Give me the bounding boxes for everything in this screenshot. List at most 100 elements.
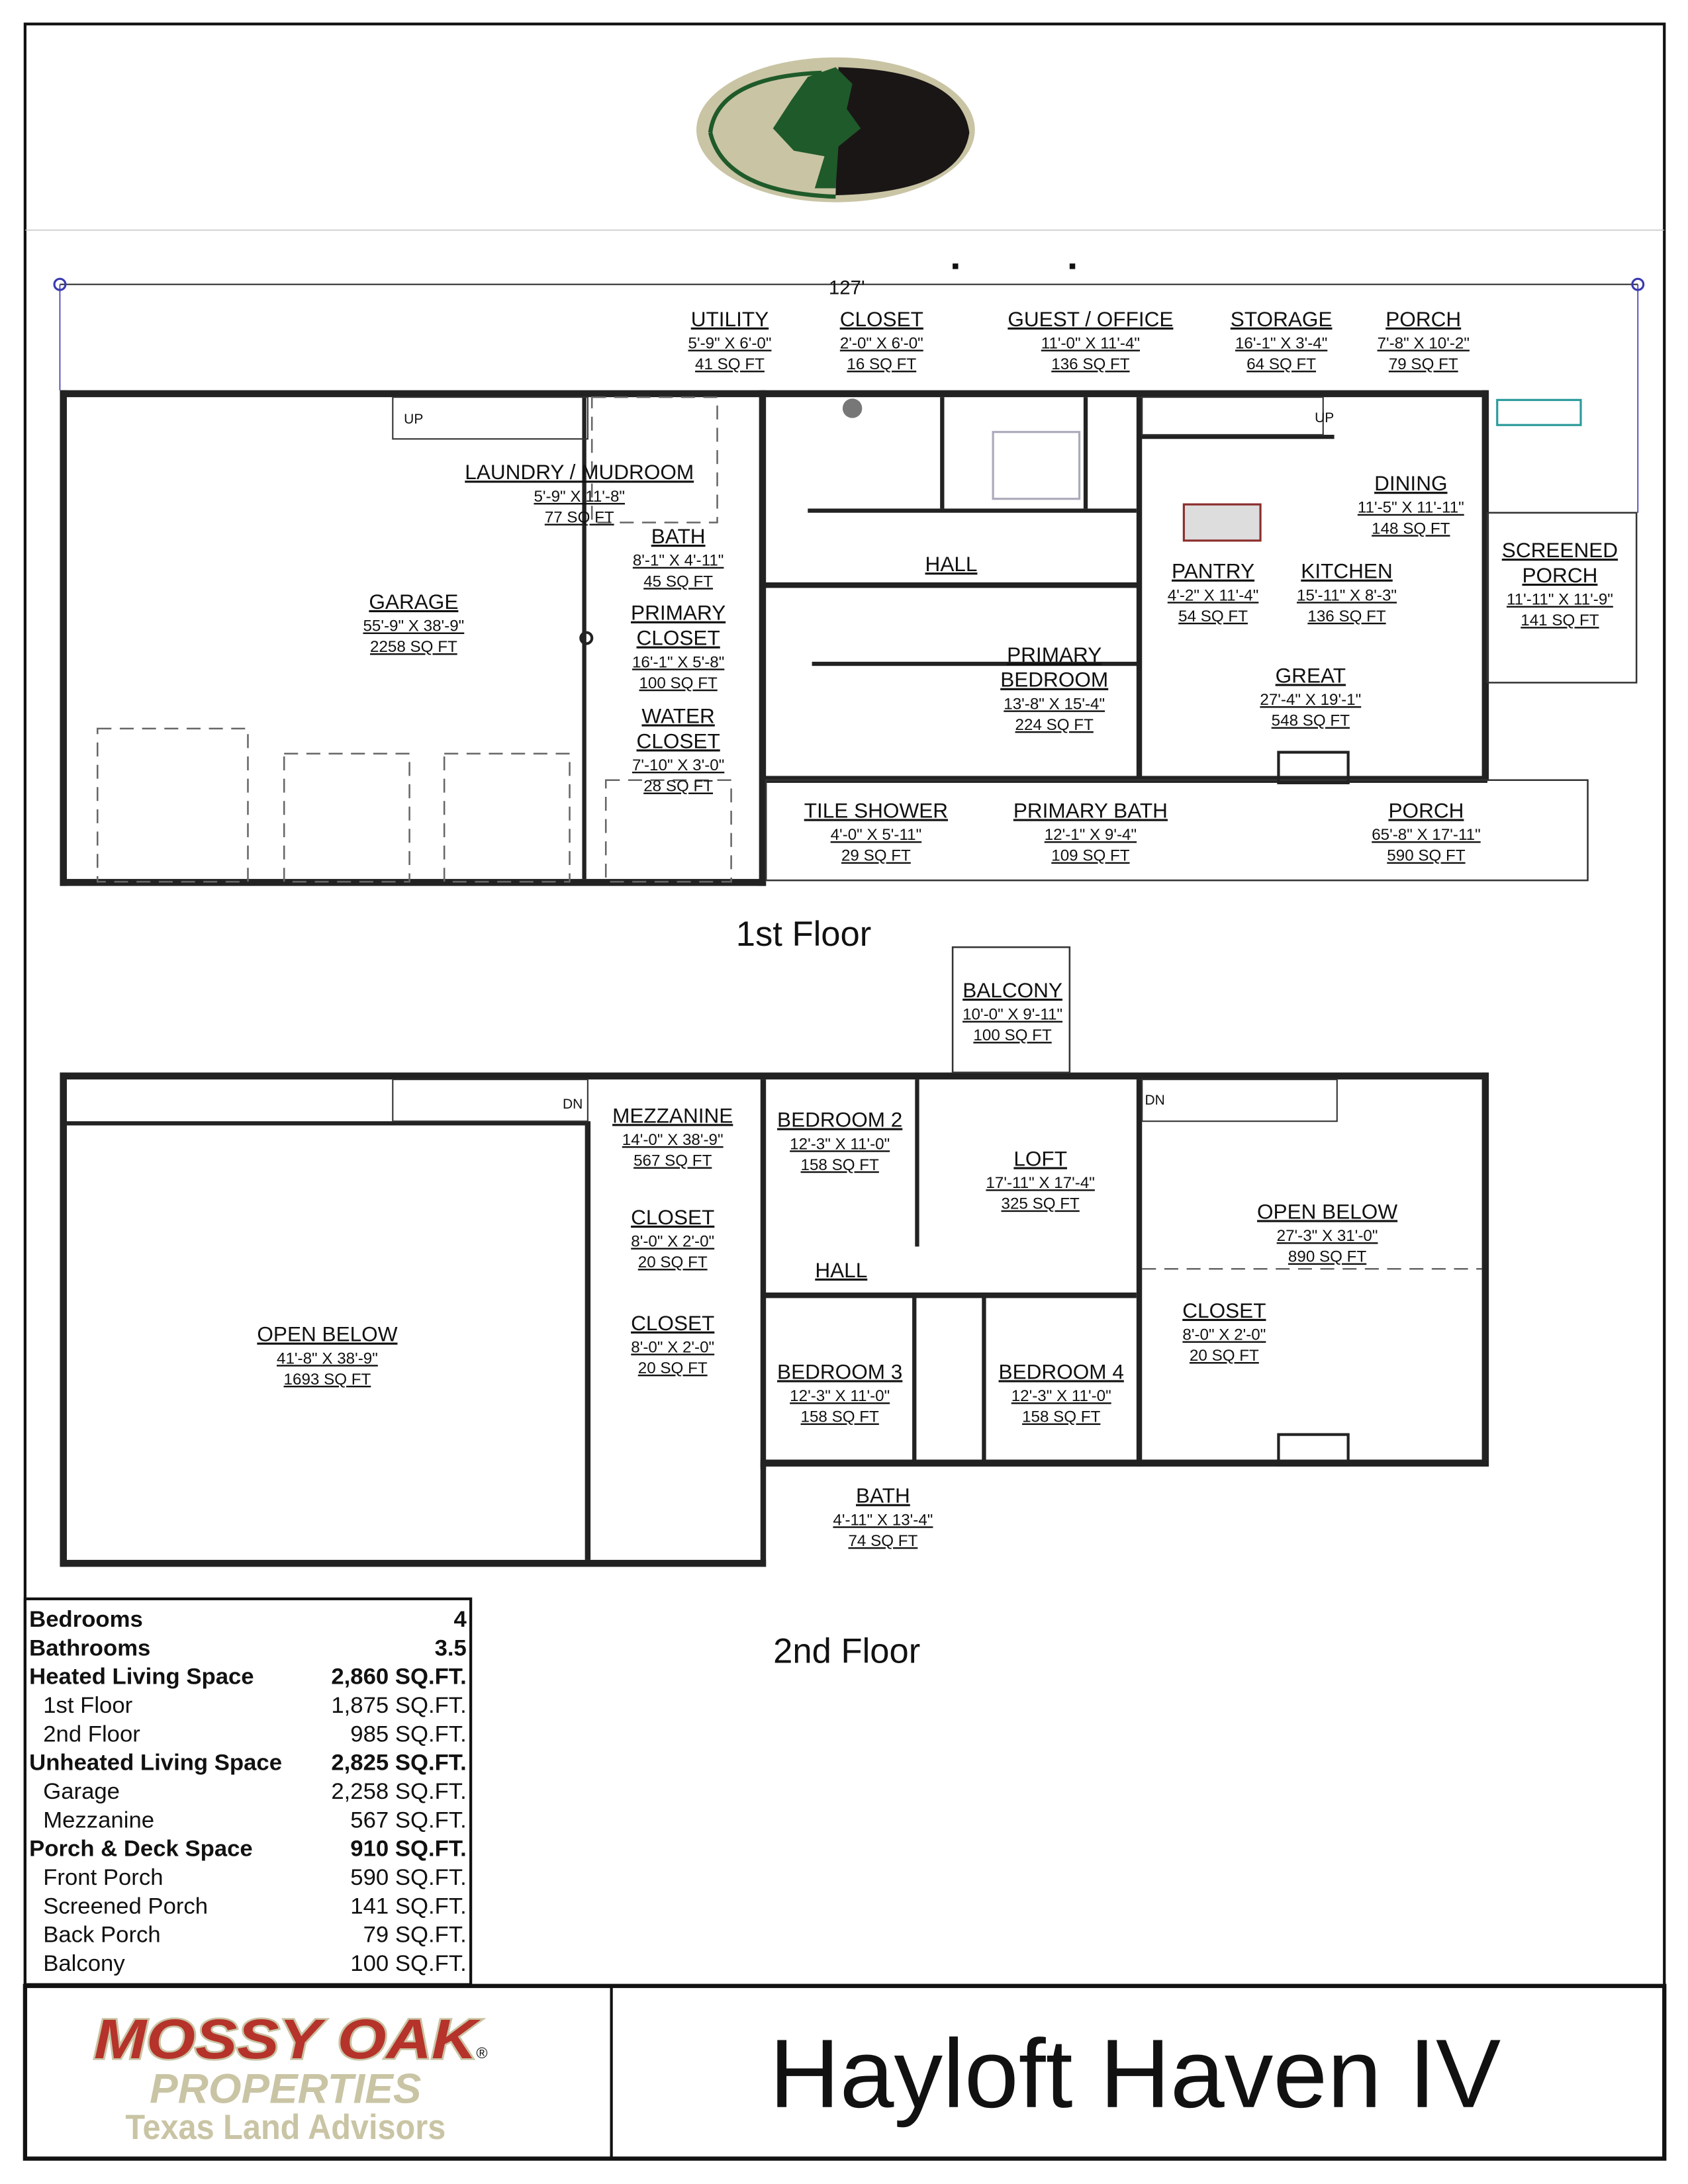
first-floor-plan <box>60 390 1638 886</box>
registered-mark: ® <box>477 2044 488 2062</box>
room-dimensions: 4'-11" X 13'-4" <box>833 1511 933 1529</box>
second-floor-plan <box>60 946 1489 1567</box>
room-name: CLOSET <box>637 729 720 752</box>
stat-value: 2,825 SQ.FT. <box>331 1751 466 1776</box>
stat-label: Unheated Living Space <box>29 1751 282 1776</box>
stat-value: 4 <box>454 1607 467 1632</box>
plan-title: Hayloft Haven IV <box>769 2020 1501 2128</box>
stat-label: Screened Porch <box>43 1893 208 1919</box>
room-name: PORCH <box>1385 307 1461 331</box>
room-dimensions: 4'-0" X 5'-11" <box>831 826 922 844</box>
stat-value: 567 SQ.FT. <box>350 1807 467 1833</box>
room-area: 1693 SQ FT <box>284 1371 371 1388</box>
room-dimensions: 10'-0" X 9'-11" <box>962 1006 1062 1024</box>
room-dimensions: 8'-0" X 2'-0" <box>631 1233 714 1251</box>
room-name: WATER <box>641 704 714 727</box>
room-area: 109 SQ FT <box>1051 847 1130 865</box>
room-dimensions: 12'-1" X 9'-4" <box>1045 826 1137 844</box>
stat-label: Mezzanine <box>43 1807 154 1833</box>
room-area: 136 SQ FT <box>1051 355 1130 373</box>
room-dimensions: 12'-3" X 11'-0" <box>790 1387 890 1405</box>
stat-label: Balcony <box>43 1951 125 1976</box>
room-name: BATH <box>651 524 706 548</box>
room-dimensions: 55'-9" X 38'-9" <box>363 617 464 635</box>
room-dimensions: 15'-11" X 8'-3" <box>1297 586 1397 604</box>
room-dimensions: 11'-11" X 11'-9" <box>1507 591 1613 609</box>
room-name: MEZZANINE <box>612 1103 733 1127</box>
stat-value: 100 SQ.FT. <box>350 1951 467 1976</box>
room-name: HALL <box>925 552 978 576</box>
room-dimensions: 7'-8" X 10'-2" <box>1378 334 1470 352</box>
room-area: 100 SQ FT <box>973 1026 1052 1044</box>
room-name: BEDROOM 2 <box>777 1108 902 1132</box>
logo-mossy-oak: MOSSY OAK <box>94 2008 481 2070</box>
stat-label: Porch & Deck Space <box>29 1837 253 1862</box>
room-name: BALCONY <box>962 978 1062 1002</box>
second-floor-room-labels: BALCONY 10'-0" X 9'-11" 100 SQ FT MEZZANINE… <box>257 978 1397 1550</box>
room-dimensions: 16'-1" X 5'-8" <box>632 653 724 671</box>
room-name: BEDROOM 3 <box>777 1359 902 1383</box>
room-area: 890 SQ FT <box>1288 1248 1367 1266</box>
stat-value: 2,860 SQ.FT. <box>331 1664 466 1690</box>
logo-properties: PROPERTIES <box>150 2066 421 2112</box>
stair-up-label-garage: UP <box>404 412 423 427</box>
room-area: 20 SQ FT <box>638 1253 708 1271</box>
room-name: CLOSET <box>840 307 923 331</box>
room-dimensions: 13'-8" X 15'-4" <box>1004 695 1105 713</box>
room-dimensions: 11'-5" X 11'-11" <box>1358 499 1464 517</box>
room-name: DINING <box>1374 471 1447 495</box>
room-area: 16 SQ FT <box>847 355 916 373</box>
room-name: LAUNDRY / MUDROOM <box>465 460 694 484</box>
room-area: 136 SQ FT <box>1307 608 1386 625</box>
room-dimensions: 14'-0" X 38'-9" <box>622 1131 724 1149</box>
room-label: BEDROOM 312'-3" X 11'-0"158 SQ FT <box>777 1359 902 1426</box>
room-label: CLOSET 8'-0" X 2'-0" 20 SQ FT <box>631 1205 714 1271</box>
room-area: 567 SQ FT <box>633 1152 712 1170</box>
room-name: TILE SHOWER <box>804 799 948 823</box>
room-name: SCREENED <box>1502 538 1618 562</box>
room-area: 28 SQ FT <box>643 778 713 796</box>
room-name: CLOSET <box>631 1311 714 1335</box>
room-name: PORCH <box>1522 563 1597 587</box>
room-area: 74 SQ FT <box>848 1532 917 1550</box>
room-label: CLOSET 2'-0" X 6'-0" 16 SQ FT <box>840 307 923 373</box>
room-area: 141 SQ FT <box>1521 612 1599 629</box>
room-name: CLOSET <box>637 626 720 650</box>
room-name: PRIMARY BATH <box>1013 799 1168 823</box>
room-area: 548 SQ FT <box>1272 712 1350 730</box>
room-area: 54 SQ FT <box>1178 608 1248 625</box>
room-dimensions: 41'-8" X 38'-9" <box>277 1349 378 1367</box>
room-name: HALL <box>815 1258 867 1282</box>
room-name: CLOSET <box>1182 1298 1266 1322</box>
room-name: GARAGE <box>369 590 458 614</box>
room-name: LOFT <box>1013 1147 1067 1171</box>
room-label: GARAGE 55'-9" X 38'-9" 2258 SQ FT <box>363 590 464 656</box>
room-name: GREAT <box>1276 663 1346 687</box>
room-dimensions: 2'-0" X 6'-0" <box>840 334 923 352</box>
room-area: 77 SQ FT <box>545 508 614 526</box>
room-name: CLOSET <box>631 1205 714 1229</box>
stat-label: Bathrooms <box>29 1635 150 1661</box>
room-dimensions: 27'-3" X 31'-0" <box>1277 1227 1378 1245</box>
stat-value: 3.5 <box>435 1635 467 1661</box>
room-label: BALCONY 10'-0" X 9'-11" 100 SQ FT <box>962 978 1062 1044</box>
room-label: MEZZANINE 14'-0" X 38'-9" 567 SQ FT <box>612 1103 733 1169</box>
stair-down-label-right: DN <box>1145 1093 1164 1108</box>
room-area: 2258 SQ FT <box>370 638 457 656</box>
room-name: PORCH <box>1388 799 1464 823</box>
room-area: 224 SQ FT <box>1015 716 1094 734</box>
